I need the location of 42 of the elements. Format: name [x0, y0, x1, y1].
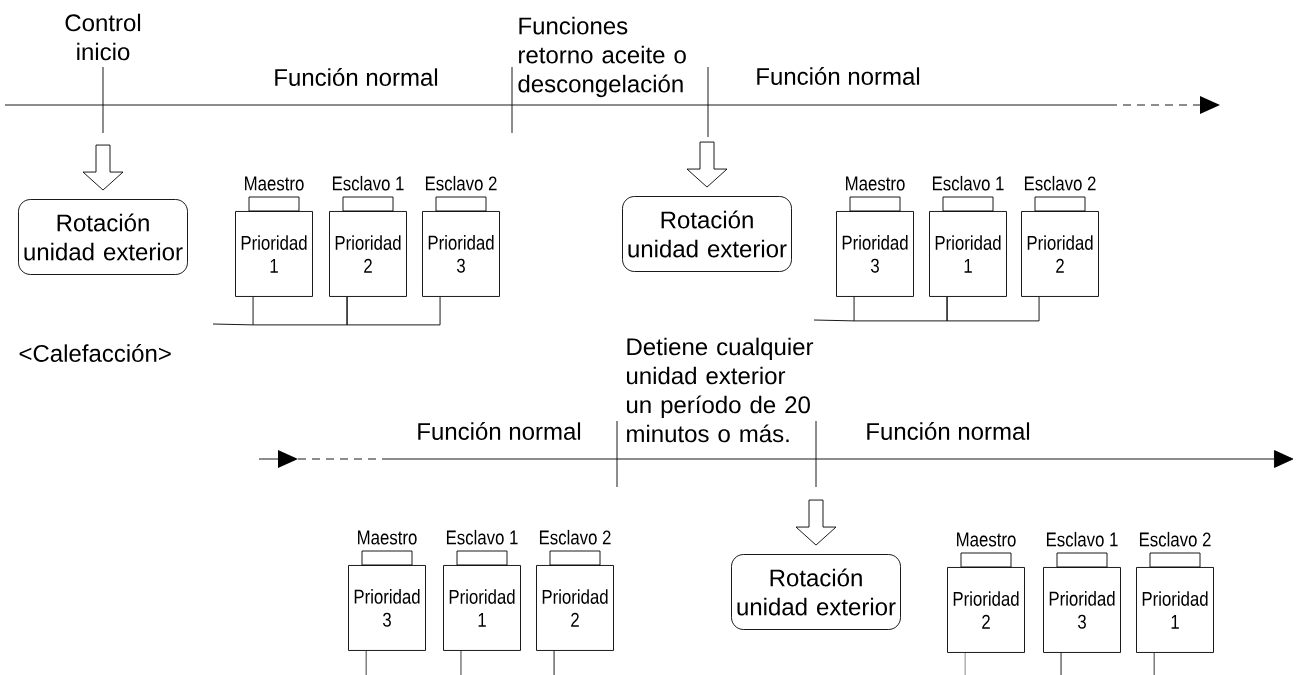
outdoor-unit: Prioridad 3 — [836, 196, 914, 297]
outdoor-unit: Prioridad 3 — [1043, 552, 1121, 653]
hollow-arrow — [686, 141, 728, 188]
text-label: <Calefacción> — [19, 344, 171, 362]
unit-caption: Maestro — [957, 532, 1016, 547]
outdoor-unit: Prioridad 2 — [1021, 196, 1099, 297]
outdoor-unit: Prioridad 2 — [947, 552, 1025, 653]
pipe-line — [346, 296, 441, 326]
text-label: Función normal — [418, 422, 581, 440]
unit-caption: Maestro — [358, 530, 417, 545]
unit-caption: Esclavo 2 — [539, 529, 611, 545]
outdoor-unit: Prioridad 2 — [329, 196, 407, 297]
outdoor-unit: Prioridad 3 — [422, 196, 500, 297]
hollow-arrow — [82, 144, 124, 191]
outdoor-unit: Prioridad 1 — [443, 550, 521, 651]
process-box: Rotación unidad exterior — [731, 554, 901, 630]
unit-caption: Esclavo 1 — [332, 175, 404, 191]
unit-caption: Esclavo 1 — [932, 175, 1004, 191]
unit-caption: Maestro — [846, 176, 905, 191]
outdoor-unit: Prioridad 3 — [348, 550, 426, 651]
outdoor-unit: Prioridad 1 — [929, 196, 1007, 297]
outdoor-unit: Prioridad 2 — [536, 550, 614, 651]
process-box: Rotación unidad exterior — [18, 199, 188, 275]
text-label: Detiene cualquier unidad exterior un período de 20 minutos o más. — [627, 337, 814, 443]
unit-caption: Esclavo 2 — [1024, 175, 1096, 191]
pipe-line — [946, 296, 1040, 322]
unit-caption: Esclavo 2 — [1139, 531, 1211, 547]
text-label: Funciones retorno aceite o descongelación — [518, 16, 686, 98]
text-label: Función normal — [757, 67, 920, 85]
hollow-arrow — [795, 499, 837, 546]
pipe-line — [252, 296, 348, 326]
unit-caption: Esclavo 1 — [446, 529, 518, 545]
unit-caption: Esclavo 1 — [1046, 531, 1118, 547]
unit-caption: Esclavo 2 — [425, 175, 497, 191]
text-label: Función normal — [275, 68, 438, 86]
text-label: Función normal — [867, 422, 1030, 440]
pipe-line — [853, 296, 948, 322]
text-label: Control inicio — [65, 13, 141, 61]
unit-caption: Maestro — [245, 176, 304, 191]
outdoor-unit: Prioridad 1 — [235, 196, 313, 297]
outdoor-unit: Prioridad 1 — [1136, 552, 1214, 653]
process-box: Rotación unidad exterior — [622, 196, 792, 272]
